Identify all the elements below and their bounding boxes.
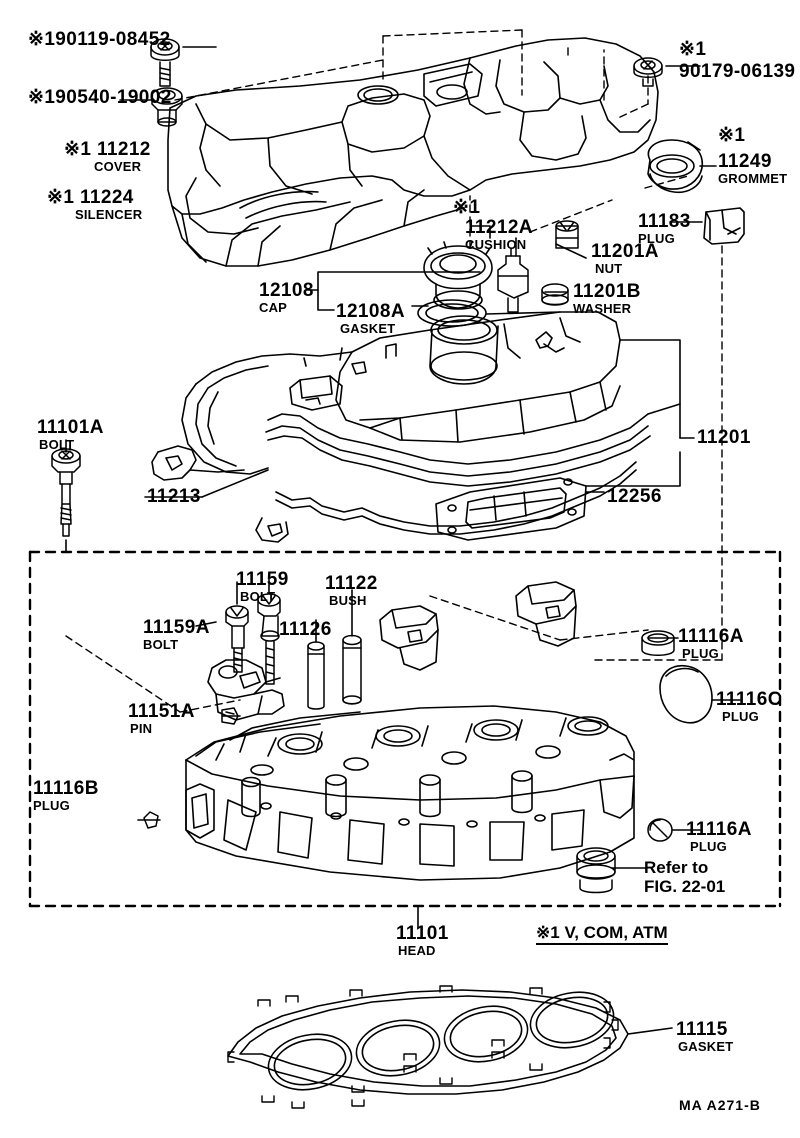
label-11126: 11126 xyxy=(279,620,332,639)
part-desc: GASKET xyxy=(340,321,396,336)
mark-glyph: ※ xyxy=(28,29,45,50)
label-11101-head: 11101 HEAD xyxy=(396,924,449,957)
part-desc: WASHER xyxy=(573,301,632,316)
diagram-footer-code: MA A271-B xyxy=(679,1097,761,1113)
part-desc: COVER xyxy=(94,159,142,174)
part-number: 11159A xyxy=(143,617,210,638)
label-12108A-gasket: 12108A GASKET xyxy=(336,302,405,335)
part-number: 11201A xyxy=(591,241,659,262)
mark-glyph: ※ xyxy=(718,125,735,146)
label-11116B-plug: 11116B PLUG xyxy=(33,779,99,812)
refer-to-note: Refer to FIG. 22-01 xyxy=(644,858,725,896)
part-desc: PLUG xyxy=(638,231,675,246)
label-11201B-washer: 11201B WASHER xyxy=(573,282,641,315)
label-11183-plug: 11183 PLUG xyxy=(638,212,691,245)
label-11116A-plug-top: 11116A PLUG xyxy=(678,627,744,660)
label-11159-bolt: 11159 BOLT xyxy=(236,570,289,603)
label-11212A-cushion: 11212A CUSHION xyxy=(465,218,533,251)
label-11151A-pin: 11151A PIN xyxy=(128,702,195,735)
label-12256: 12256 xyxy=(607,487,662,506)
part-desc: PLUG xyxy=(722,709,759,724)
part-number: 12256 xyxy=(607,486,662,507)
part-desc: BOLT xyxy=(143,637,179,652)
part-number: 11212 xyxy=(96,139,151,160)
label-11201: 11201 xyxy=(697,428,751,447)
part-desc: HEAD xyxy=(398,943,436,958)
part-number: 11249 xyxy=(718,151,772,172)
mark-number: 1 xyxy=(734,125,746,146)
legend-mark: ※ xyxy=(536,923,551,942)
part-number: 11212A xyxy=(465,217,533,238)
part-desc: CUSHION xyxy=(465,237,527,252)
part-desc: BUSH xyxy=(329,593,367,608)
label-11122-bush: 11122 BUSH xyxy=(325,574,378,607)
mark-glyph: ※ xyxy=(47,187,64,208)
part-number: 11201B xyxy=(573,281,641,302)
label-11116C-plug: 11116C PLUG xyxy=(716,690,782,723)
part-desc: PLUG xyxy=(690,839,727,854)
part-number: 11201 xyxy=(697,427,751,448)
legend-mark-number: 1 xyxy=(550,923,560,942)
part-desc: CAP xyxy=(259,300,288,315)
label-90179-06139-number: 90179-06139 xyxy=(679,62,795,81)
part-number: 11122 xyxy=(325,573,378,594)
label-190119-08452: ※190119-08452 xyxy=(28,30,171,49)
label-11115-gasket: 11115 GASKET xyxy=(676,1020,733,1053)
part-desc: BOLT xyxy=(240,589,276,604)
part-number: 90179-06139 xyxy=(679,61,796,82)
mark-number: 1 xyxy=(695,39,707,60)
mark-number: 1 xyxy=(63,187,75,208)
part-number: 11224 xyxy=(79,187,134,208)
label-12108-cap: 12108 CAP xyxy=(259,281,314,314)
part-number: 190540-19002 xyxy=(44,87,172,108)
part-number: 11101 xyxy=(396,923,449,944)
part-number: 12108A xyxy=(336,301,405,322)
part-number: 11159 xyxy=(236,569,289,590)
part-number: 11213 xyxy=(147,486,201,507)
part-number: 11101A xyxy=(37,417,104,438)
part-desc: PIN xyxy=(130,721,153,736)
legend-note: ※1 V, COM, ATM xyxy=(536,923,668,945)
part-desc: NUT xyxy=(595,261,623,276)
label-11212A-cushion-mark: ※1 xyxy=(453,198,480,217)
label-11212-cover: ※1 11212 COVER xyxy=(64,140,151,173)
mark-number: 1 xyxy=(80,139,92,160)
label-90179-06139: ※1 xyxy=(679,40,706,59)
part-number: 11115 xyxy=(676,1019,728,1040)
part-number: 12108 xyxy=(259,280,314,301)
part-number: 11116A xyxy=(686,819,752,840)
part-number: 11116A xyxy=(678,626,744,647)
legend-text: V, COM, ATM xyxy=(564,923,668,942)
label-11249-grommet: ※1 xyxy=(718,126,745,145)
mark-glyph: ※ xyxy=(64,139,81,160)
part-number: 11116B xyxy=(33,778,99,799)
part-desc: PLUG xyxy=(33,798,70,813)
part-desc: GROMMET xyxy=(718,171,788,186)
mark-glyph: ※ xyxy=(28,87,45,108)
label-11224-silencer: ※1 11224 SILENCER xyxy=(47,188,142,221)
label-190540-19002: ※190540-19002 xyxy=(28,88,172,107)
label-11101A-bolt: 11101A BOLT xyxy=(37,418,104,451)
label-11249-number: 11249 GROMMET xyxy=(718,152,787,185)
part-desc: GASKET xyxy=(678,1039,734,1054)
part-number: 190119-08452 xyxy=(44,29,171,50)
refer-line-1: Refer to xyxy=(644,858,709,877)
refer-line-2: FIG. 22-01 xyxy=(644,877,726,897)
part-desc: SILENCER xyxy=(75,207,143,222)
part-number: 11116C xyxy=(716,689,782,710)
mark-glyph: ※ xyxy=(679,39,696,60)
part-number: 11126 xyxy=(279,619,332,640)
mark-glyph: ※ xyxy=(453,197,470,218)
part-desc: BOLT xyxy=(39,437,75,452)
part-desc: PLUG xyxy=(682,646,719,661)
label-11159A-bolt: 11159A BOLT xyxy=(143,618,210,651)
label-11213: 11213 xyxy=(147,487,201,506)
part-number: 11151A xyxy=(128,701,195,722)
label-11201A-nut: 11201A NUT xyxy=(591,242,659,275)
label-11116A-plug-bottom: 11116A PLUG xyxy=(686,820,752,853)
mark-number: 1 xyxy=(469,197,481,218)
part-number: 11183 xyxy=(638,211,691,232)
